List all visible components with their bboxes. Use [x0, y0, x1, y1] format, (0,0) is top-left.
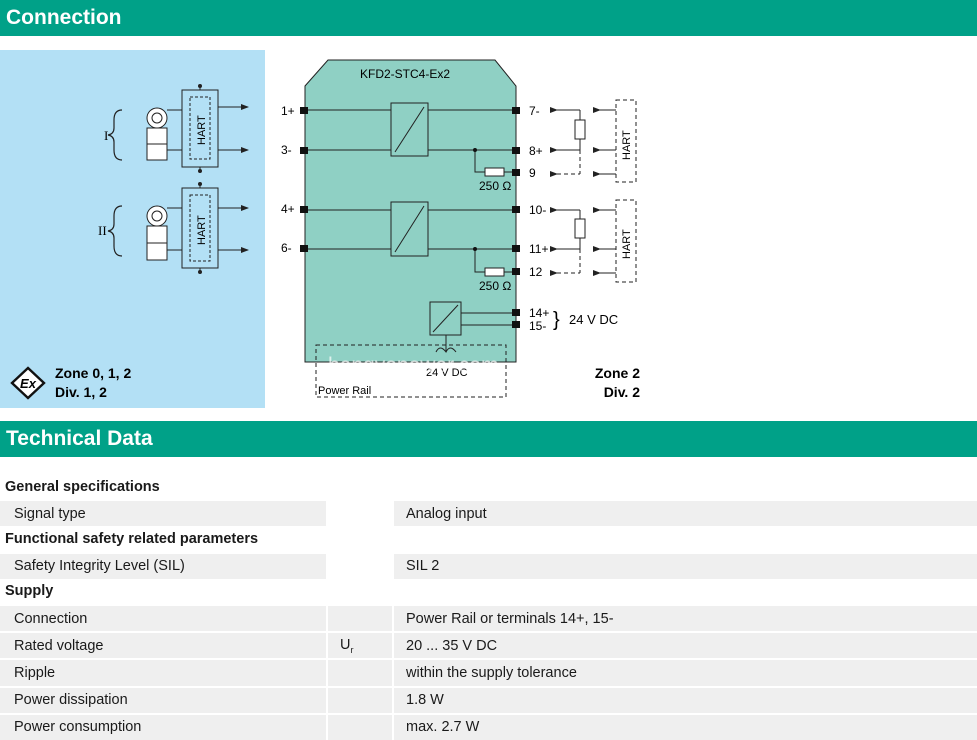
channel-ii-label: II	[98, 223, 107, 238]
svg-text:}: }	[553, 309, 560, 331]
right-terminals: 7- 8+ 9 10- 11+ 12 14+ 15-	[512, 104, 549, 333]
svg-text:10-: 10-	[529, 203, 546, 217]
row-symbol: Ur	[326, 631, 394, 660]
row-symbol	[326, 551, 394, 579]
row-value: max. 2.7 W	[393, 712, 977, 740]
row-label: Safety Integrity Level (SIL)	[0, 551, 327, 579]
left-terminals: 1+ 3- 4+ 6-	[281, 104, 308, 255]
row-value: 20 ... 35 V DC	[393, 631, 977, 660]
device-name: KFD2-STC4-Ex2	[360, 67, 450, 81]
svg-text:7-: 7-	[529, 104, 540, 118]
row-label: Power dissipation	[0, 685, 327, 714]
table-row: Signal type Analog input	[0, 499, 977, 527]
row-label: Power consumption	[0, 712, 327, 740]
svg-text:14+: 14+	[529, 306, 549, 320]
svg-text:8+: 8+	[529, 144, 543, 158]
output-wiring	[550, 99, 637, 283]
table-row: Ripple within the supply tolerance	[0, 658, 977, 687]
row-symbol	[326, 499, 394, 527]
hart-label-right-2: HART	[621, 229, 633, 259]
svg-text:11+: 11+	[529, 242, 548, 256]
table-row: Rated voltage Ur 20 ... 35 V DC	[0, 631, 977, 660]
power-rail-label: Power Rail	[318, 385, 371, 397]
hart-label: HART	[196, 215, 208, 245]
connection-header: Connection	[0, 0, 977, 36]
row-symbol	[326, 658, 394, 687]
table-row: Connection Power Rail or terminals 14+, …	[0, 603, 977, 633]
section-heading: General specifications	[0, 474, 977, 501]
row-value: SIL 2	[393, 551, 977, 579]
technical-data-header: Technical Data	[0, 421, 977, 457]
row-value: Power Rail or terminals 14+, 15-	[393, 603, 977, 633]
watermark-text: hengyopower.com	[328, 354, 498, 377]
svg-text:1+: 1+	[281, 104, 295, 118]
svg-text:12: 12	[529, 265, 543, 279]
svg-text:3-: 3-	[281, 143, 292, 157]
svg-text:15-: 15-	[529, 319, 546, 333]
zone-left-line1: Zone 0, 1, 2	[55, 365, 131, 381]
supply-label: 24 V DC	[569, 312, 618, 327]
technical-data-table: General specifications Signal type Analo…	[0, 474, 977, 740]
row-symbol	[326, 603, 394, 633]
svg-text:9: 9	[529, 166, 536, 180]
row-label: Ripple	[0, 658, 327, 687]
hazardous-area-panel	[0, 50, 265, 408]
row-symbol	[326, 712, 394, 740]
section-heading: Supply	[0, 578, 977, 605]
rail-supply-label: 24 V DC	[426, 367, 468, 379]
row-symbol	[326, 685, 394, 714]
row-label: Rated voltage	[0, 631, 327, 660]
connection-diagram: I HART II HART Ex Zone 0	[0, 36, 977, 421]
channel-ii-transmitter: II HART	[98, 182, 249, 274]
section-heading: Functional safety related parameters	[0, 526, 977, 553]
ex-mark: Ex	[10, 366, 46, 400]
table-row: Safety Integrity Level (SIL) SIL 2	[0, 551, 977, 579]
channel-i-label: I	[104, 128, 108, 143]
row-label: Signal type	[0, 499, 327, 527]
svg-text:6-: 6-	[281, 241, 292, 255]
svg-text:4+: 4+	[281, 202, 295, 216]
ex-symbol-text: Ex	[20, 376, 37, 391]
hart-label-right-1: HART	[621, 130, 633, 160]
row-value: within the supply tolerance	[393, 658, 977, 687]
zone-right-line1: Zone 2	[595, 365, 640, 381]
row-value: Analog input	[393, 499, 977, 527]
resistor-label-2: 250 Ω	[479, 279, 511, 293]
row-value: 1.8 W	[393, 685, 977, 714]
channel-i-transmitter: I HART	[104, 84, 249, 173]
isolator-blocks	[308, 102, 513, 352]
resistor-label-1: 250 Ω	[479, 179, 511, 193]
row-label: Connection	[0, 603, 327, 633]
zone-right-line2: Div. 2	[604, 384, 641, 400]
zone-left-line2: Div. 1, 2	[55, 384, 107, 400]
hart-label: HART	[196, 115, 208, 145]
power-rail: 24 V DC Power Rail	[315, 344, 507, 398]
table-row: Power dissipation 1.8 W	[0, 685, 977, 714]
table-row: Power consumption max. 2.7 W	[0, 712, 977, 740]
